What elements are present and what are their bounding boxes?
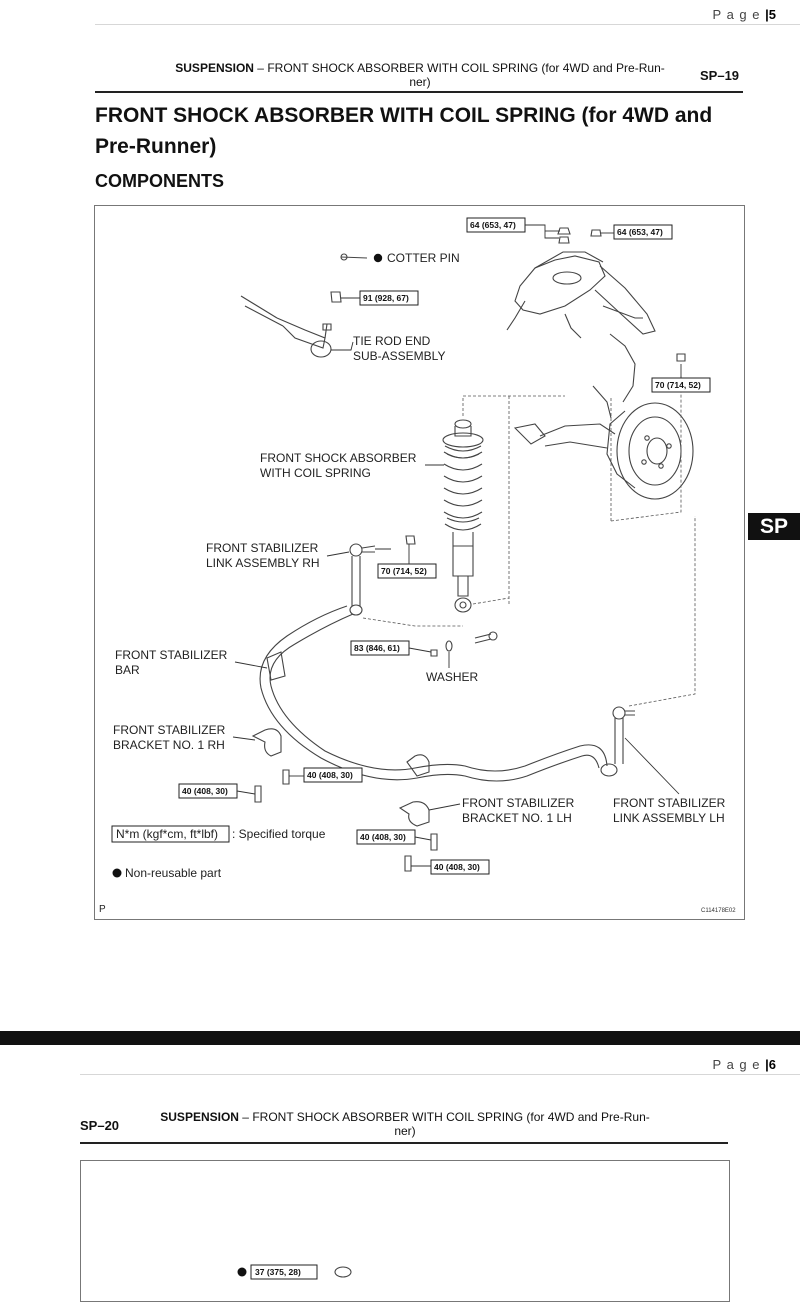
label-bracket-lh-1: FRONT STABILIZER [462,796,575,810]
section-heading: COMPONENTS [95,171,225,191]
page-number-value: 5 [768,7,776,22]
torque-40a: 40 (408, 30) [307,770,353,780]
page-title: FRONT SHOCK ABSORBER WITH COIL SPRING (f… [95,104,713,158]
page-number-value-2: 6 [768,1057,776,1072]
label-tie-rod-1: TIE ROD END [353,334,431,348]
label-link-rh-2: LINK ASSEMBLY RH [206,556,320,570]
header-line-2: ner) [409,75,431,89]
page-separator: | [765,7,769,22]
legend-nonreusable: Non-reusable part [125,866,222,880]
running-header-2: SUSPENSION – FRONT SHOCK ABSORBER WITH C… [160,1110,650,1138]
figure-code: C114178E02 [701,908,736,914]
label-link-rh-1: FRONT STABILIZER [206,541,319,555]
label-bar-2: BAR [115,663,140,677]
torque-callouts: 64 (653, 47) 64 (653, 47) 91 (928, 67) 7… [178,217,711,875]
torque-91: 91 (928, 67) [363,293,409,303]
assembly-lines [362,376,696,707]
label-cotter-pin: COTTER PIN [387,251,460,265]
header-section: SUSPENSION [175,61,254,75]
header-line-1: FRONT SHOCK ABSORBER WITH COIL SPRING (f… [267,61,665,75]
stabilizer-link-lh [600,706,635,777]
non-reusable-mark [373,253,383,263]
sp-code-2: SP–20 [80,1118,120,1133]
running-header: SUSPENSION – FRONT SHOCK ABSORBER WITH C… [140,61,700,89]
steering-knuckle-assembly [506,251,694,500]
corner-p: P [99,904,106,915]
stabilizer-brackets [251,728,430,827]
torque-40d: 40 (408, 30) [434,862,480,872]
shock-absorber [442,419,484,613]
legend: N*m (kgf*cm, ft*lbf) : Specified torque … [99,825,736,915]
torque-64b: 64 (653, 47) [617,227,663,237]
legend-torque-box: N*m (kgf*cm, ft*lbf) [116,827,218,841]
stabilizer-link-rh [349,535,416,616]
label-tie-rod-2: SUB-ASSEMBLY [353,349,445,363]
cotter-pin [340,253,383,263]
diagram-frame-2: 37 (375, 28) [80,1160,730,1302]
sp-code: SP–19 [700,68,740,83]
label-bracket-rh-2: BRACKET NO. 1 RH [113,738,225,752]
label-washer: WASHER [426,670,479,684]
page-top-line-2 [80,1074,800,1075]
components-diagram: .lbl { font-size:12px; fill:#222; } .tq … [99,217,736,915]
label-bracket-lh-2: BRACKET NO. 1 LH [462,811,572,825]
header-rule [95,91,743,93]
legend-bullet [112,868,122,878]
header-rule-2 [80,1142,728,1144]
page-number-5: P a g e |5 [712,7,776,22]
stabilizer-bar [259,605,608,782]
partial-diagram: 37 (375, 28) [237,1264,352,1280]
torque-83: 83 (846, 61) [354,643,400,653]
components-diagram-frame: .lbl { font-size:12px; fill:#222; } .tq … [94,205,745,920]
side-tab: SP [748,513,800,540]
label-link-lh-1: FRONT STABILIZER [613,796,726,810]
page-number-6: P a g e |6 [712,1057,776,1072]
torque-40c: 40 (408, 30) [360,832,406,842]
label-bracket-rh-1: FRONT STABILIZER [113,723,226,737]
tie-rod-end [240,291,342,358]
label-shock-2: WITH COIL SPRING [260,466,371,480]
upper-nuts [557,227,686,362]
torque-40b: 40 (408, 30) [182,786,228,796]
torque-70a: 70 (714, 52) [655,380,701,390]
torque-64a: 64 (653, 47) [470,220,516,230]
page-divider [0,1031,800,1045]
partial-torque: 37 (375, 28) [255,1267,301,1277]
page-top-line [95,24,800,25]
bolts [254,631,498,872]
torque-70b: 70 (714, 52) [381,566,427,576]
label-bar-1: FRONT STABILIZER [115,648,228,662]
legend-torque-text: : Specified torque [232,827,326,841]
label-link-lh-2: LINK ASSEMBLY LH [613,811,725,825]
part-labels: COTTER PIN TIE ROD END SUB-ASSEMBLY FRON… [113,251,726,825]
label-shock-1: FRONT SHOCK ABSORBER [260,451,417,465]
